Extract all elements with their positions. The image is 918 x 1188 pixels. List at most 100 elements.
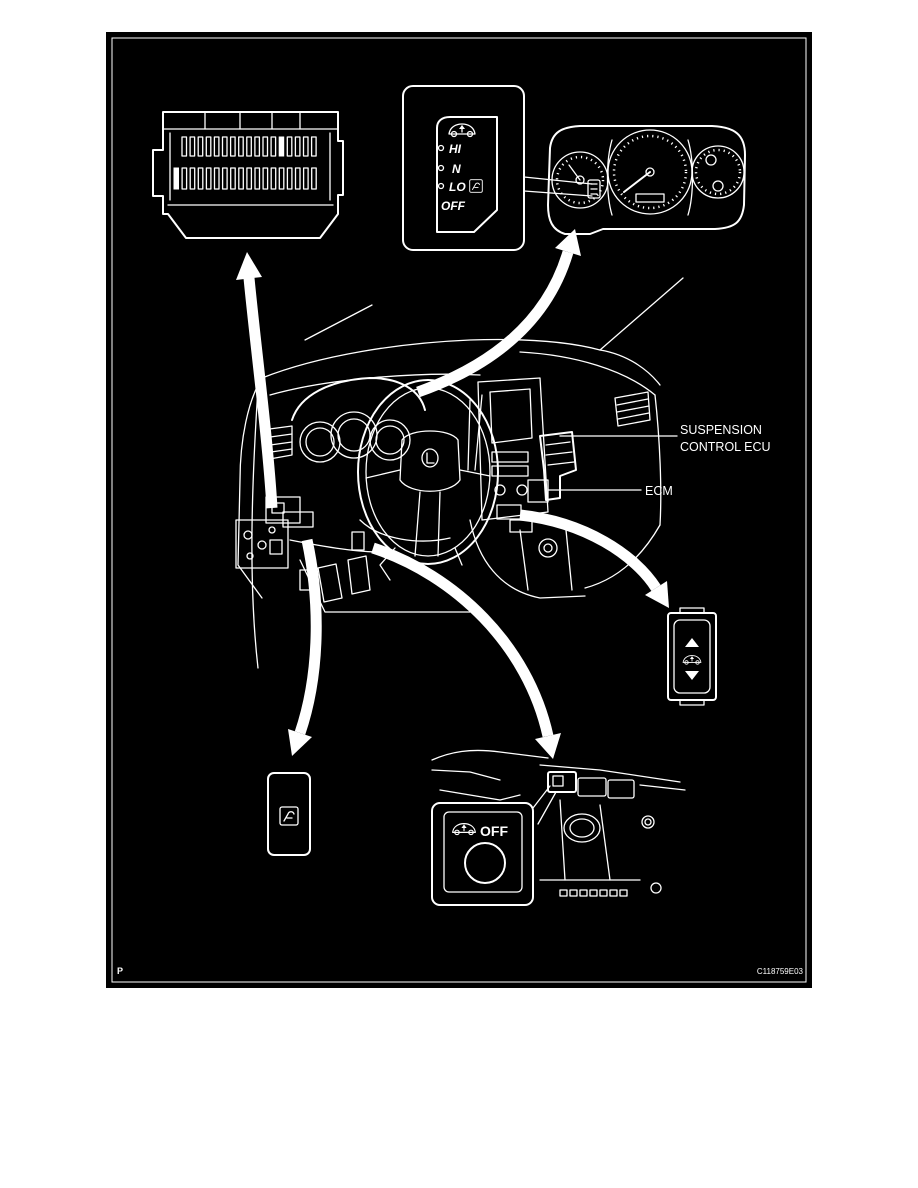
- lower-console-illustration-part: [559, 889, 568, 897]
- diagram-inner-border: [111, 37, 807, 983]
- dashboard-illustration-part: [599, 349, 661, 386]
- connector-pin: [311, 167, 317, 190]
- combination-meter-part: [568, 164, 581, 181]
- ecm-label: ECM: [645, 484, 673, 498]
- dashboard-illustration-part: [491, 451, 529, 463]
- connector-pin: [286, 136, 293, 157]
- dashboard-illustration-part: [246, 552, 254, 560]
- arrow-to-height-switch: [519, 509, 661, 592]
- arrow-to-height-switch-head: [645, 581, 669, 608]
- lower-console-illustration-part: [577, 777, 607, 797]
- dashboard-illustration-part: [291, 377, 426, 421]
- combination-meter-part: [694, 148, 742, 196]
- suspension-warning-lamp-part: [267, 772, 311, 856]
- combination-meter-part: [645, 167, 655, 177]
- dashboard-illustration-part: [519, 351, 656, 396]
- dashboard-illustration-part: [261, 338, 601, 379]
- height-control-switch-part: [667, 612, 717, 701]
- dashboard-illustration-part: [519, 519, 573, 591]
- lower-console-illustration-part: [431, 769, 501, 781]
- dashboard-illustration-part: [235, 519, 289, 569]
- lower-console-illustration-part: [579, 889, 588, 897]
- combination-meter-connector-part: [152, 111, 344, 239]
- dashboard-illustration-part: [421, 448, 439, 468]
- dashboard-illustration-part: [365, 469, 491, 557]
- lower-console-illustration-part: [609, 889, 618, 897]
- n-indicator-label: N: [452, 162, 461, 176]
- lower-console-illustration-part: [619, 889, 628, 897]
- combination-meter-part: [623, 171, 651, 193]
- lo-indicator-label: LO: [449, 180, 466, 194]
- connector-pin: [262, 167, 269, 190]
- lower-console-illustration-part: [552, 775, 564, 787]
- arrow-to-off-switch-head: [535, 733, 561, 759]
- lower-console-illustration-part: [569, 818, 595, 838]
- dashboard-illustration-part: [359, 519, 451, 542]
- dashboard-illustration-part: [545, 441, 575, 466]
- lower-console-illustration-part: [539, 764, 681, 783]
- location-arrows: [236, 229, 669, 759]
- connector-pin: [238, 136, 244, 157]
- dashboard-illustration: [235, 277, 684, 669]
- combination-meter-part: [705, 154, 717, 166]
- connector-pin: [294, 167, 301, 190]
- dashboard-illustration-part: [269, 539, 283, 555]
- connector-pin: [270, 167, 277, 190]
- connector-pin: [246, 167, 253, 190]
- off-switch-button: [464, 842, 506, 884]
- combination-meter-part: [575, 175, 585, 185]
- dashboard-illustration-part: [399, 430, 461, 492]
- suspension-warning-lamp: [267, 772, 311, 856]
- dashboard-illustration-part: [317, 563, 343, 603]
- off-indicator-label: OFF: [441, 199, 466, 213]
- lower-console-illustration-part: [569, 889, 578, 897]
- height-control-off-switch-inset-part: [443, 811, 523, 893]
- combination-meter-connector-part: [169, 132, 331, 201]
- dashboard-illustration-part: [467, 394, 483, 471]
- height-control-switch-part: [679, 607, 705, 706]
- dashboard-illustration-part: [616, 398, 650, 420]
- combination-meter: [547, 125, 746, 235]
- dashboard-illustration-part: [516, 484, 528, 496]
- lower-console-illustration-part: [431, 749, 549, 761]
- connector-pin: [278, 167, 285, 190]
- connector-pin: [181, 167, 188, 190]
- lower-console-illustration-part: [439, 789, 521, 801]
- combination-meter-part: [712, 180, 724, 192]
- lower-console-illustration-part: [644, 818, 652, 826]
- arrow-to-meter: [416, 250, 574, 398]
- dashboard-illustration-part: [304, 304, 373, 341]
- combination-meter-connector: [152, 111, 344, 239]
- dashboard-illustration-part: [614, 391, 651, 427]
- dashboard-illustration-part: [243, 530, 253, 540]
- n-indicator-lamp: [437, 164, 445, 172]
- up-arrow-icon: [685, 638, 699, 647]
- connector-pin: [181, 136, 188, 157]
- connector-pin: [262, 136, 269, 157]
- connector-pin: [205, 136, 212, 157]
- arrow-to-connector: [243, 277, 278, 509]
- dashboard-illustration-part: [282, 511, 314, 528]
- connector-pin: [213, 136, 220, 157]
- corner-mark: P: [117, 966, 123, 976]
- hi-indicator-lamp: [437, 144, 445, 152]
- down-arrow-icon: [685, 671, 699, 680]
- dashboard-illustration-part: [654, 394, 662, 526]
- dashboard-illustration-part: [426, 452, 435, 464]
- height-indicator-inset-part: [436, 116, 498, 233]
- connector-pin: [254, 136, 261, 157]
- dashboard-illustration-part: [584, 524, 661, 589]
- height-control-off-switch-inset-part: [431, 802, 534, 906]
- arrow-to-warning-lamp: [294, 538, 322, 735]
- lower-console-illustration-part: [607, 779, 635, 799]
- connector-pin: [197, 136, 204, 157]
- connector-pin: [205, 167, 212, 190]
- dashboard-illustration-part: [375, 425, 405, 455]
- lower-console-illustration: [431, 749, 686, 897]
- combination-meter-part: [547, 125, 746, 235]
- figure-code: C118759E03: [757, 967, 804, 976]
- connector-pin: [270, 136, 277, 157]
- combination-meter-part: [612, 134, 688, 210]
- combination-meter-part: [555, 155, 605, 205]
- ecm-unit: [527, 479, 549, 503]
